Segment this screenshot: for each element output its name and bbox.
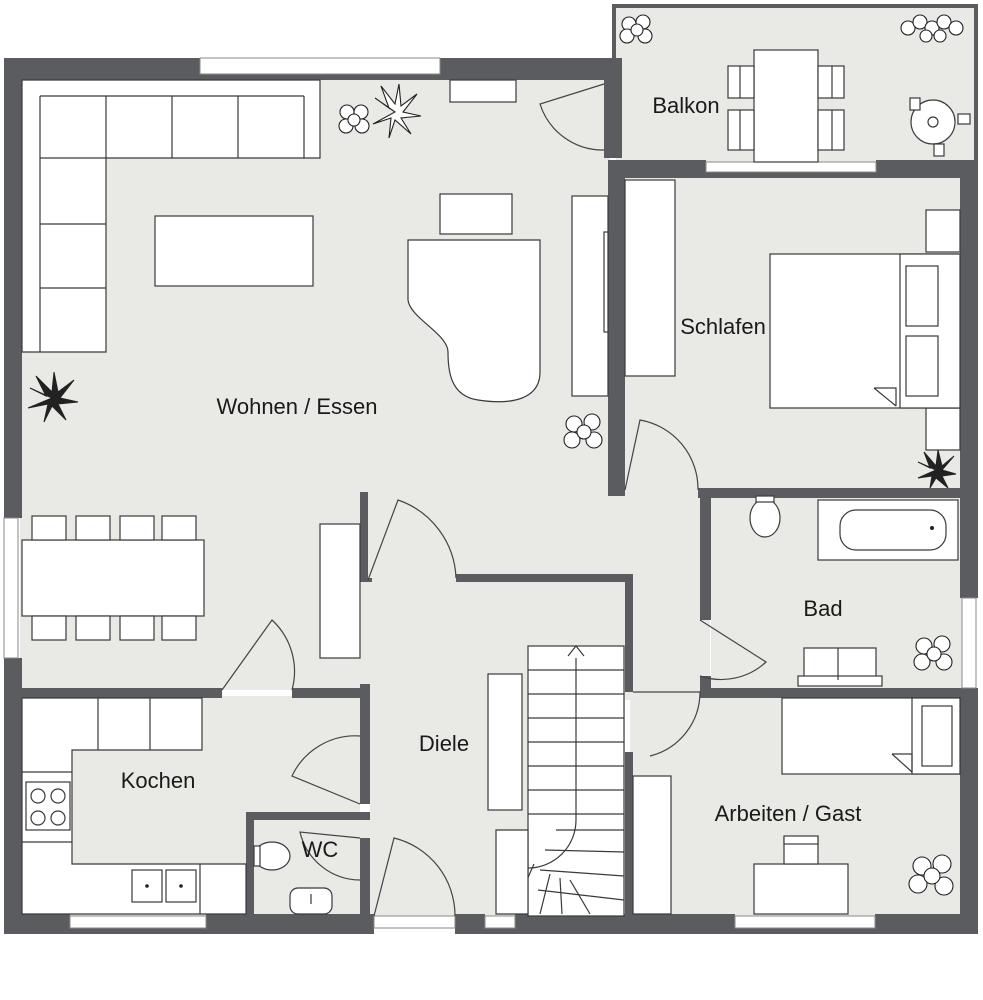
doors <box>221 83 767 917</box>
shelf <box>632 775 672 915</box>
window <box>373 915 456 929</box>
nightstand <box>925 209 961 253</box>
shoe-cabinet <box>487 673 523 811</box>
label-bad: Bad <box>803 596 842 621</box>
balkon-table <box>753 49 819 163</box>
chair <box>817 65 845 99</box>
cabinet <box>319 523 361 659</box>
chair <box>161 515 197 541</box>
plant-icon <box>900 14 964 43</box>
window <box>484 915 516 929</box>
nightstand <box>925 407 961 451</box>
plants <box>27 14 964 896</box>
door-arbeiten <box>633 691 701 757</box>
label-diele: Diele <box>419 731 469 756</box>
piano-bench <box>439 193 513 235</box>
door-entrance <box>373 837 456 917</box>
sideboard <box>571 195 609 397</box>
arbeiten-furniture <box>632 697 961 915</box>
label-schlafen: Schlafen <box>680 314 766 339</box>
chair <box>727 65 755 99</box>
schlafen-furniture <box>624 179 961 451</box>
label-wohnen: Wohnen / Essen <box>216 394 377 419</box>
door-wohnen <box>367 499 457 581</box>
label-kochen: Kochen <box>121 768 196 793</box>
wohnen-furniture <box>21 79 609 659</box>
chair <box>31 515 67 541</box>
piano <box>407 239 541 403</box>
chair <box>119 515 155 541</box>
chair <box>727 109 755 151</box>
walls <box>4 4 978 934</box>
door-bad <box>699 619 767 681</box>
room-labels: Balkon Wohnen / Essen Schlafen Bad Koche… <box>121 93 862 862</box>
window <box>961 597 977 689</box>
chair <box>161 615 197 641</box>
palm-icon <box>917 449 957 489</box>
plant-icon <box>563 413 603 449</box>
chair <box>817 109 845 151</box>
window <box>734 915 876 929</box>
windows <box>3 57 977 929</box>
toilet <box>749 498 781 538</box>
chair <box>31 615 67 641</box>
window <box>69 915 207 929</box>
plant-icon <box>619 14 653 44</box>
pillow <box>905 265 939 327</box>
door-kochen-diele <box>291 735 361 805</box>
plant-icon <box>908 854 954 896</box>
palm-icon <box>372 83 422 139</box>
label-wc: WC <box>302 837 339 862</box>
door-kochen <box>221 619 296 691</box>
desk <box>753 863 849 915</box>
sink <box>803 647 877 681</box>
dining-table <box>21 539 205 617</box>
door-wc <box>299 831 361 881</box>
chair <box>75 615 111 641</box>
kochen-furniture <box>21 697 247 915</box>
radiator <box>449 79 517 103</box>
coffee-table <box>154 215 314 287</box>
door-schlafen <box>624 419 699 491</box>
door-balkon <box>539 83 605 151</box>
plant-icon <box>338 104 370 134</box>
label-arbeiten: Arbeiten / Gast <box>715 801 862 826</box>
bad-furniture <box>749 495 959 687</box>
pillow <box>905 335 939 397</box>
label-balkon: Balkon <box>652 93 719 118</box>
diele-furniture <box>487 645 625 917</box>
pillow <box>921 705 953 767</box>
chair <box>75 515 111 541</box>
window <box>199 57 441 75</box>
balkon-furniture <box>727 49 971 163</box>
chair <box>119 615 155 641</box>
palm-icon <box>27 371 79 423</box>
window <box>3 517 19 659</box>
plant-icon <box>913 635 953 671</box>
window <box>705 161 877 173</box>
wardrobe <box>624 179 676 377</box>
wc-furniture <box>253 841 333 915</box>
